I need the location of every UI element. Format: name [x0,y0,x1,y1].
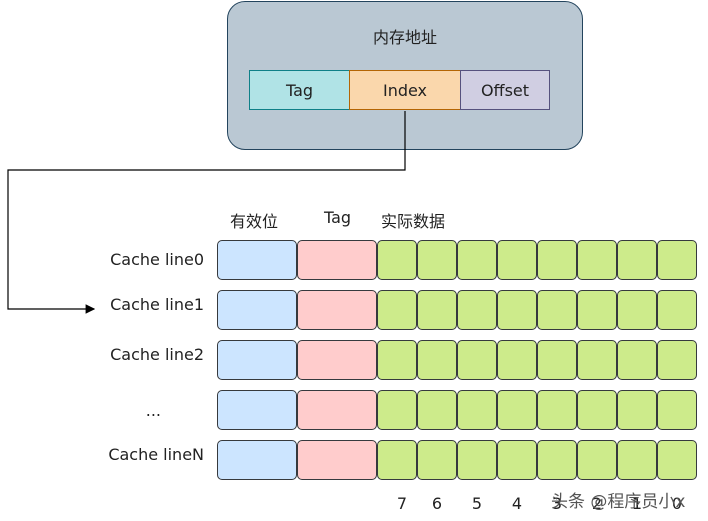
data-byte-cell [417,290,457,330]
data-byte-cell [417,390,457,430]
data-byte-cell [617,440,657,480]
row-label-3: ... [145,401,161,420]
data-byte-cell [457,340,497,380]
data-byte-cell [497,290,537,330]
data-byte-cell [617,240,657,280]
watermark: 头条 @程序员小x [551,492,686,512]
data-byte-cell [537,290,577,330]
bit-label-7: 7 [396,494,408,513]
data-byte-cell [617,290,657,330]
column-header-tag: Tag [324,208,352,227]
row-label-2: Cache line2 [110,345,204,364]
data-byte-cell [377,390,417,430]
row-label-4: Cache lineN [108,445,204,464]
bit-label-3: 3 [551,494,563,513]
tag-cell [297,440,377,480]
address-field-tag: Tag [249,70,350,110]
data-byte-cell [377,440,417,480]
column-header-data: 实际数据 [381,212,446,231]
bit-label-2: 2 [591,494,603,513]
bit-label-6: 6 [431,494,443,513]
column-header-valid: 有效位 [230,212,279,231]
data-byte-cell [497,240,537,280]
data-byte-cell [457,440,497,480]
bit-label-5: 5 [471,494,483,513]
data-byte-cell [617,340,657,380]
data-byte-cell [577,390,617,430]
data-byte-cell [657,290,697,330]
address-field-index: Index [349,70,461,110]
tag-cell [297,290,377,330]
data-byte-cell [537,440,577,480]
data-byte-cell [377,290,417,330]
valid-bit-cell [217,290,297,330]
data-byte-cell [417,240,457,280]
data-byte-cell [457,290,497,330]
address-field-offset: Offset [460,70,550,110]
data-byte-cell [417,340,457,380]
data-byte-cell [657,440,697,480]
data-byte-cell [577,290,617,330]
row-label-1: Cache line1 [110,295,204,314]
tag-cell [297,390,377,430]
data-byte-cell [537,390,577,430]
tag-cell [297,340,377,380]
data-byte-cell [377,340,417,380]
data-byte-cell [457,390,497,430]
row-label-0: Cache line0 [110,250,204,269]
data-byte-cell [497,340,537,380]
data-byte-cell [537,340,577,380]
tag-cell [297,240,377,280]
data-byte-cell [657,390,697,430]
data-byte-cell [617,390,657,430]
data-byte-cell [657,340,697,380]
valid-bit-cell [217,390,297,430]
bit-label-1: 1 [631,494,643,513]
data-byte-cell [417,440,457,480]
memory-address-title: 内存地址 [372,28,437,47]
data-byte-cell [457,240,497,280]
bit-label-4: 4 [511,494,523,513]
data-byte-cell [577,240,617,280]
data-byte-cell [577,340,617,380]
data-byte-cell [497,390,537,430]
data-byte-cell [497,440,537,480]
valid-bit-cell [217,240,297,280]
valid-bit-cell [217,340,297,380]
data-byte-cell [537,240,577,280]
bit-label-0: 0 [671,494,683,513]
data-byte-cell [377,240,417,280]
valid-bit-cell [217,440,297,480]
data-byte-cell [577,440,617,480]
data-byte-cell [657,240,697,280]
